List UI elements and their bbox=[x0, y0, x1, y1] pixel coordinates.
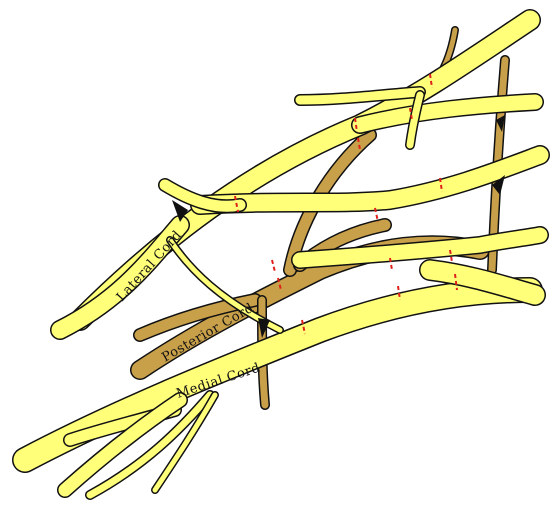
suprascapular-branch bbox=[300, 92, 420, 100]
yellow-nerves bbox=[25, 20, 540, 495]
